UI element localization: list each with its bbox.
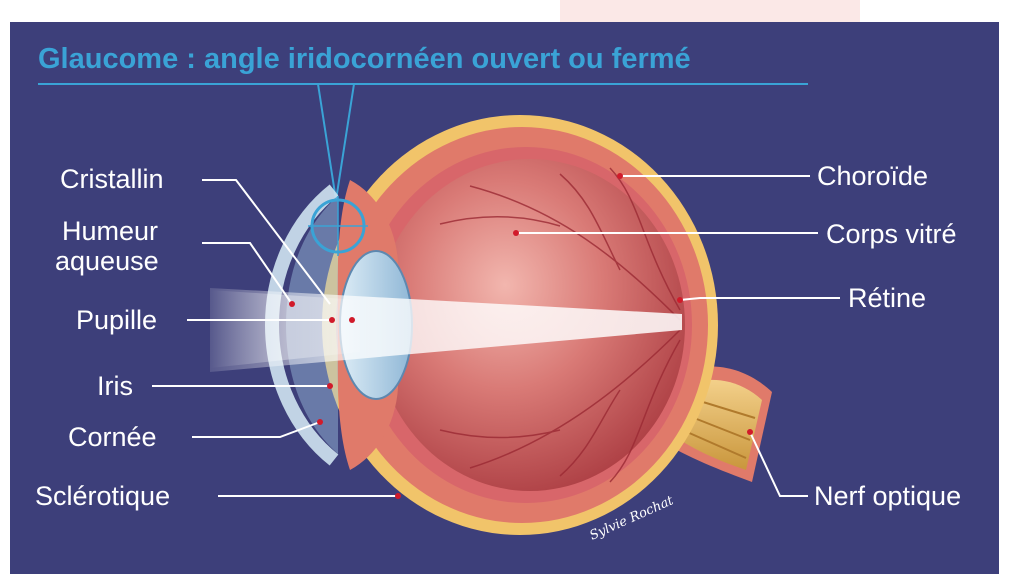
label-retine: Rétine: [848, 283, 926, 313]
label-cornee: Cornée: [68, 422, 157, 452]
diagram-title: Glaucome : angle iridocornéen ouvert ou …: [38, 43, 691, 75]
label-humeur-line1: Humeur: [62, 216, 158, 246]
label-cristallin: Cristallin: [60, 164, 164, 194]
label-sclerotique: Sclérotique: [35, 481, 170, 511]
label-iris: Iris: [97, 371, 133, 401]
label-nerf-optique: Nerf optique: [814, 481, 961, 511]
top-watermark-band: [560, 0, 860, 22]
label-pupille: Pupille: [76, 305, 157, 335]
label-corps-vitre: Corps vitré: [826, 219, 957, 249]
label-choroide: Choroïde: [817, 161, 928, 191]
label-humeur-line2: aqueuse: [55, 246, 159, 276]
